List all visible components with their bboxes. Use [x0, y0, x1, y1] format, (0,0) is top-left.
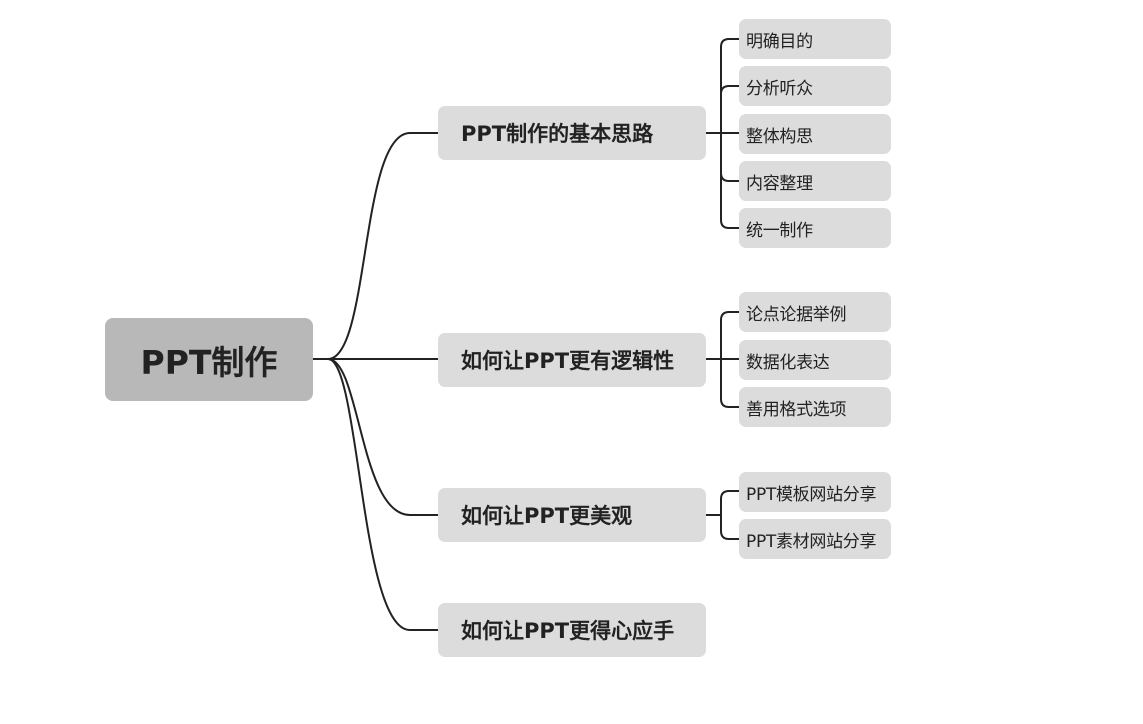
leaf-label: 整体构思	[746, 126, 813, 147]
tick-leaf-2	[720, 85, 739, 95]
leaf-node[interactable]: PPT素材网站分享	[739, 519, 891, 559]
tick-leaf-4	[720, 172, 739, 182]
branch-label: 如何让PPT更美观	[461, 504, 633, 528]
branch-label: 如何让PPT更有逻辑性	[461, 349, 675, 373]
leaf-label: 数据化表达	[746, 352, 830, 373]
leaf-node[interactable]: 明确目的	[739, 19, 891, 59]
branch-label: 如何让PPT更得心应手	[461, 619, 675, 643]
connector-root-branch-1	[313, 132, 438, 360]
branch-node-aesthetics[interactable]: 如何让PPT更美观	[438, 488, 706, 542]
leaf-label: 明确目的	[746, 31, 813, 52]
leaf-label: 统一制作	[746, 220, 813, 241]
leaf-label: 论点论据举例	[746, 304, 847, 325]
bracket-branch-2	[720, 311, 739, 408]
leaf-label: PPT素材网站分享	[746, 531, 877, 552]
leaf-node[interactable]: 论点论据举例	[739, 292, 891, 332]
connector-root-branch-3	[313, 358, 438, 516]
leaf-node[interactable]: 善用格式选项	[739, 387, 891, 427]
leaf-node[interactable]: 数据化表达	[739, 340, 891, 380]
root-label: PPT制作	[140, 342, 278, 382]
leaf-label: 善用格式选项	[746, 399, 847, 420]
connector-root-branch-4	[313, 358, 438, 631]
branch-node-basic-approach[interactable]: PPT制作的基本思路	[438, 106, 706, 160]
root-node[interactable]: PPT制作	[105, 318, 313, 401]
leaf-label: 内容整理	[746, 173, 813, 194]
branch-node-logic[interactable]: 如何让PPT更有逻辑性	[438, 333, 706, 387]
leaf-node[interactable]: 统一制作	[739, 208, 891, 248]
leaf-node[interactable]: 内容整理	[739, 161, 891, 201]
leaf-label: PPT模板网站分享	[746, 484, 877, 505]
leaf-label: 分析听众	[746, 78, 813, 99]
leaf-node[interactable]: 整体构思	[739, 114, 891, 154]
bracket-branch-3	[720, 490, 739, 540]
branch-node-proficiency[interactable]: 如何让PPT更得心应手	[438, 603, 706, 657]
leaf-node[interactable]: 分析听众	[739, 66, 891, 106]
branch-label: PPT制作的基本思路	[461, 122, 654, 146]
leaf-node[interactable]: PPT模板网站分享	[739, 472, 891, 512]
